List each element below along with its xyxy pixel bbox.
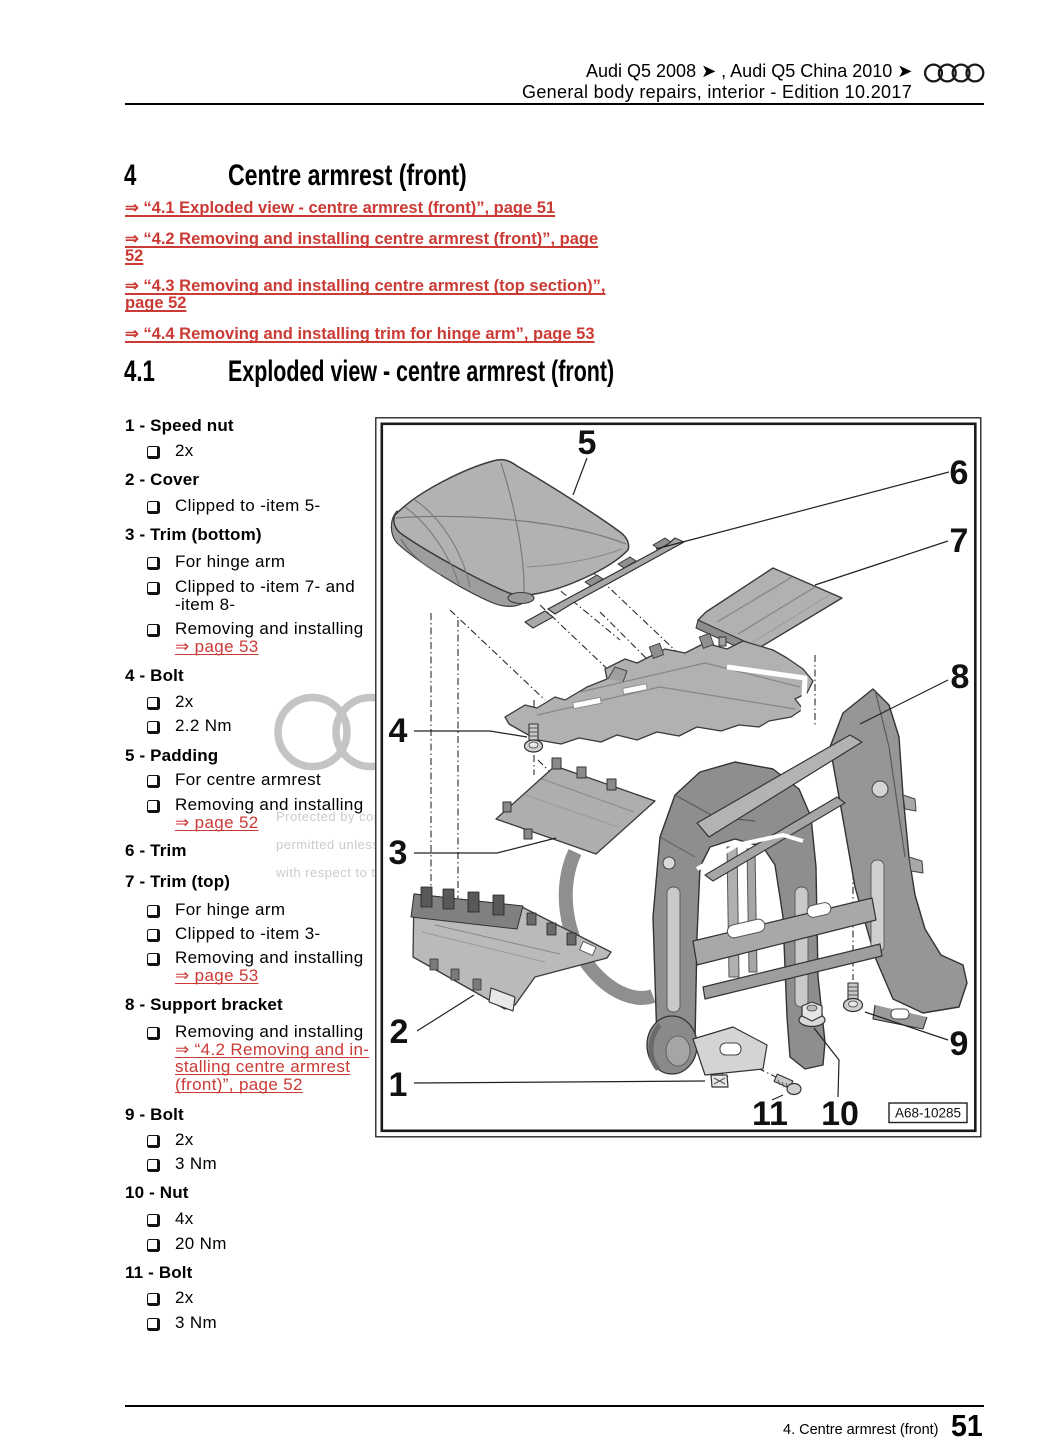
svg-text:9: 9 <box>950 1025 969 1063</box>
svg-text:5: 5 <box>578 424 597 462</box>
svg-text:3: 3 <box>389 834 408 872</box>
svg-text:6: 6 <box>950 454 969 492</box>
svg-text:1: 1 <box>389 1066 408 1104</box>
svg-text:7: 7 <box>950 522 969 560</box>
svg-text:8: 8 <box>951 658 970 696</box>
svg-text:2: 2 <box>390 1013 409 1051</box>
svg-text:A68-10285: A68-10285 <box>895 1106 961 1121</box>
svg-text:11: 11 <box>752 1095 788 1133</box>
svg-text:4: 4 <box>389 712 408 750</box>
svg-text:10: 10 <box>821 1095 859 1133</box>
